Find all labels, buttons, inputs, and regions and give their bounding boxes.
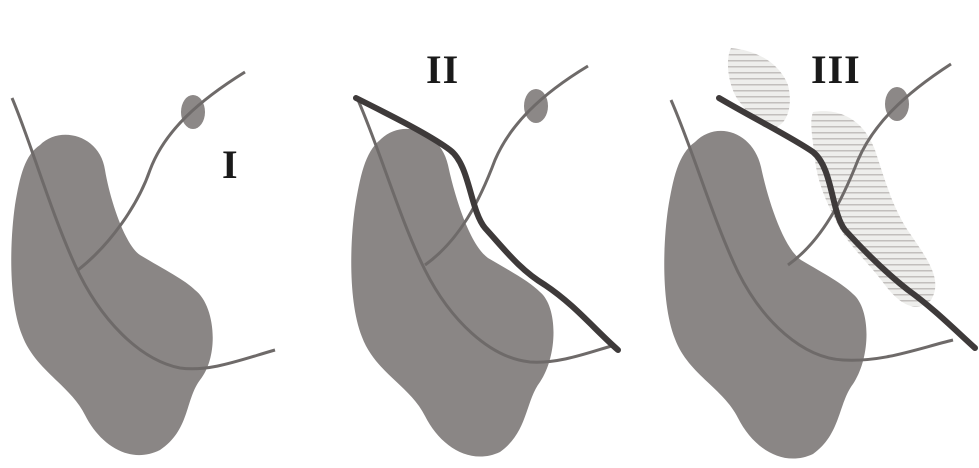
panel-label: III (811, 50, 861, 90)
panel-1: I (0, 0, 326, 468)
gray-region (351, 129, 553, 457)
panel-3: III (653, 0, 979, 468)
panel-label: II (426, 50, 459, 90)
gray-region (11, 135, 212, 455)
panel-label: I (222, 145, 239, 185)
hatched-zone-small (728, 48, 790, 128)
panel-2-drawing (340, 0, 666, 468)
panel-2: II (340, 0, 666, 468)
panel-1-drawing (0, 0, 326, 468)
